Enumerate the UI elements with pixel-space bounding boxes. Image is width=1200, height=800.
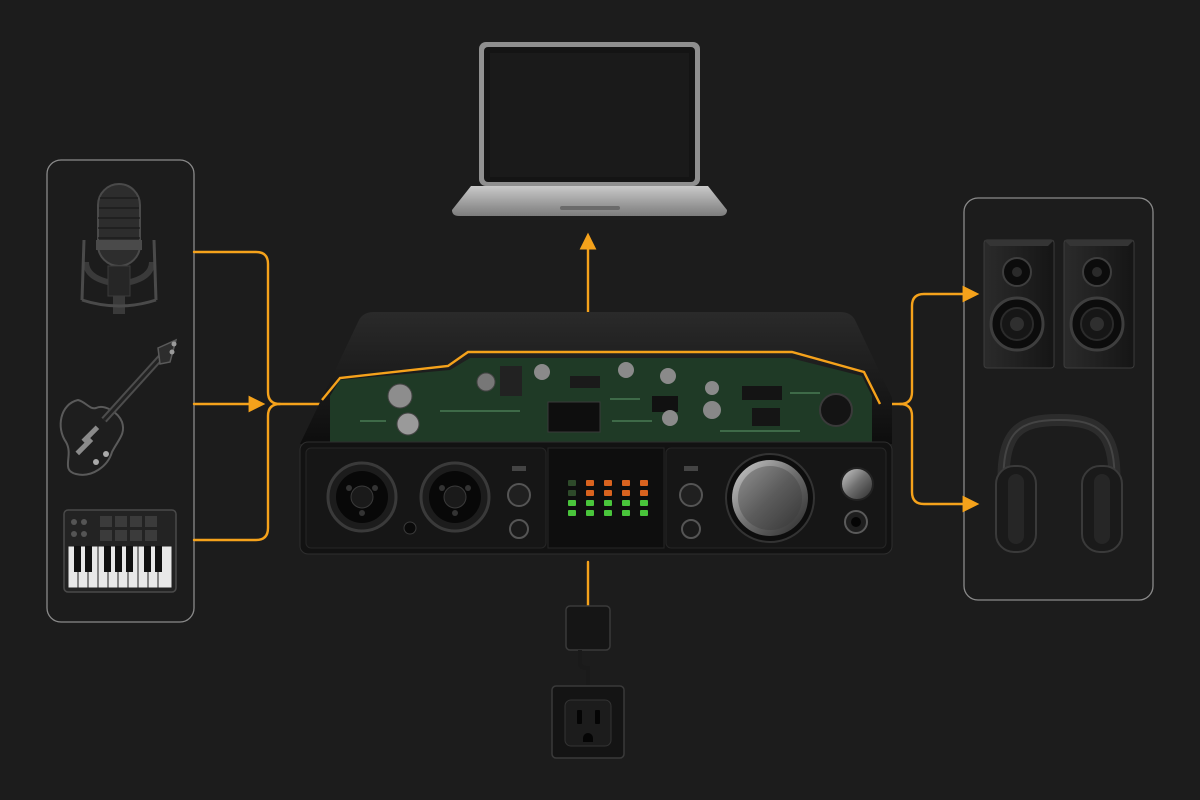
connection-lines: [192, 232, 980, 608]
input-panel-frame: [46, 159, 195, 623]
speaker-icon: [983, 239, 1055, 369]
output-panel-frame: [963, 197, 1154, 601]
microphone-icon: [80, 183, 158, 314]
input-devices-panel: [46, 159, 195, 623]
gain-knob-2: [509, 519, 529, 539]
microphone-connection: [192, 250, 324, 406]
monitors-connection: [876, 285, 980, 406]
headphones-icon: [995, 413, 1123, 553]
gain-knob-1: [507, 483, 531, 507]
headphone-level-knob: [840, 467, 874, 501]
power-adapter-icon: [565, 605, 611, 686]
keyboard-connection: [192, 402, 282, 542]
audio-interface-icon: [299, 312, 893, 555]
combo-input-jack-2: [419, 461, 491, 533]
guitar-icon: [59, 338, 178, 476]
keyboard-icon: [63, 509, 177, 593]
output-devices-panel: [963, 197, 1154, 601]
speaker-icon: [1063, 239, 1135, 369]
headphone-jack: [844, 510, 868, 534]
outlet-icon: [551, 685, 625, 759]
laptop-icon: [452, 42, 727, 216]
main-volume-knob: [725, 453, 815, 543]
monitor-knob-small-1: [679, 483, 703, 507]
combo-input-jack-1: [326, 461, 398, 533]
circuit-board: [330, 358, 872, 442]
monitor-knob-small-2: [681, 519, 701, 539]
pcb-components: [360, 362, 853, 436]
level-meters: [568, 480, 648, 516]
headphones-connection: [898, 402, 980, 513]
